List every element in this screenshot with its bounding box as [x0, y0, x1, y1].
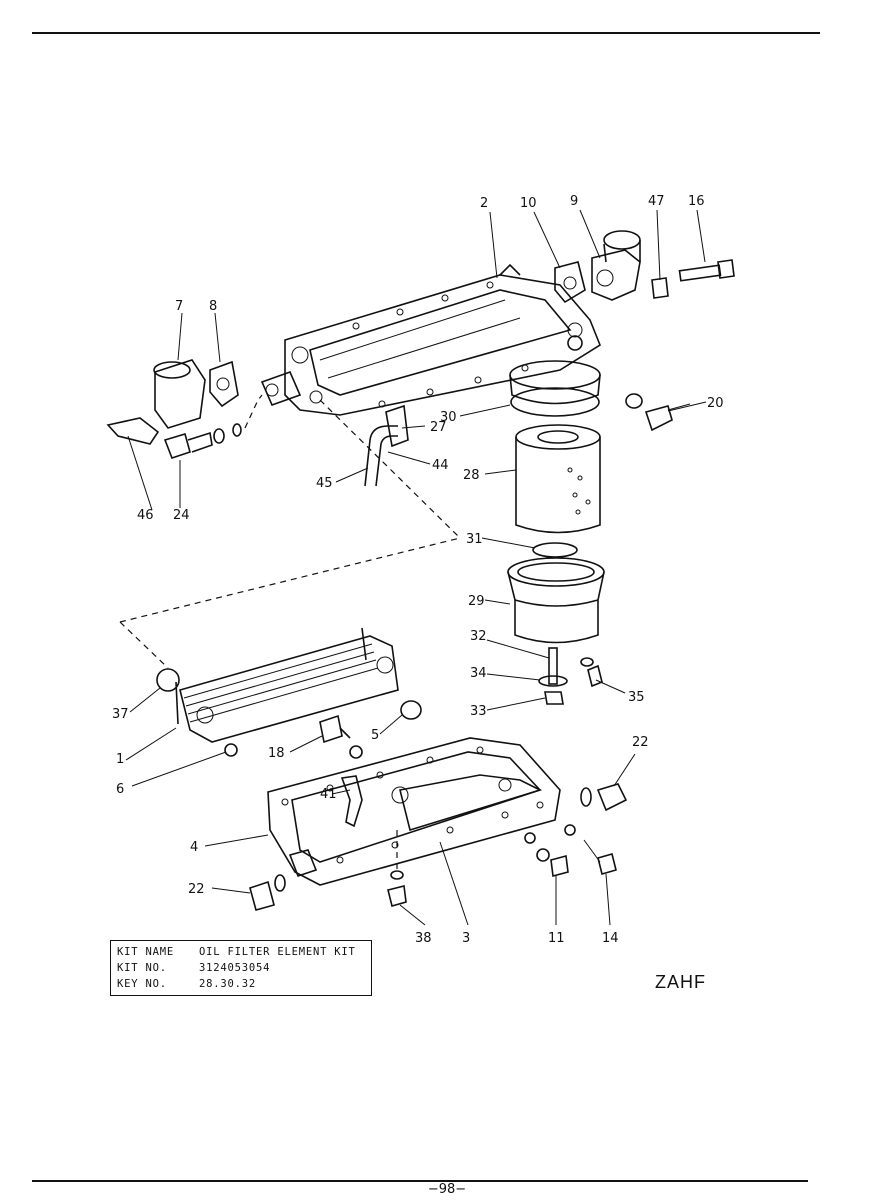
plug-22-right-part [580, 783, 628, 812]
kit-info-table: KIT NAME OIL FILTER ELEMENT KIT KIT NO. … [110, 940, 372, 996]
plug-18-part [319, 714, 363, 759]
callout-46: 46 [137, 508, 154, 523]
callout-29: 29 [468, 594, 485, 609]
o-ring-37-part [156, 668, 180, 692]
stud-part [538, 647, 603, 705]
o-ring-30-part [510, 387, 600, 417]
leader-lines [125, 209, 707, 926]
kit-row: KEY NO. 28.30.32 [117, 976, 365, 992]
filter-element-part [515, 424, 601, 534]
bolt-14-part [564, 824, 617, 875]
o-ring-6-part [224, 743, 238, 757]
callout-34: 34 [470, 666, 487, 681]
filter-case-part [507, 557, 605, 644]
callout-22b: 22 [188, 882, 205, 897]
callout-9: 9 [570, 194, 578, 209]
callout-24: 24 [173, 508, 190, 523]
callout-4: 4 [190, 840, 198, 855]
elbow-pipe-part [591, 230, 641, 301]
drain-plug-part [387, 870, 407, 907]
callout-28: 28 [463, 468, 480, 483]
lower-cover-part [267, 737, 561, 886]
plug-22-left-part [249, 874, 286, 911]
callout-18: 18 [268, 746, 285, 761]
callout-45: 45 [316, 476, 333, 491]
sensor-part [625, 393, 691, 432]
callout-41: 41 [320, 787, 337, 802]
kit-row-value: 3124053054 [199, 962, 271, 974]
kit-row-value: OIL FILTER ELEMENT KIT [199, 946, 356, 958]
callout-10: 10 [520, 196, 537, 211]
callout-7: 7 [175, 299, 183, 314]
cooler-housing-part [260, 263, 601, 416]
callout-35: 35 [628, 690, 645, 705]
bolt-part [678, 259, 735, 282]
bottom-rule [32, 1180, 808, 1182]
washer-11-part [524, 832, 569, 878]
bracket-part [153, 359, 206, 429]
o-ring-5-part [400, 700, 422, 720]
fitting-41-part [340, 775, 363, 828]
gasket-31-part [532, 542, 578, 558]
callout-47: 47 [648, 194, 665, 209]
callout-37: 37 [112, 707, 129, 722]
tube-part [364, 404, 409, 487]
callout-2: 2 [480, 196, 488, 211]
plug-24-part [163, 423, 242, 459]
callout-20: 20 [707, 396, 724, 411]
diagram-code: ZAHF [655, 972, 706, 992]
clamp-part [651, 277, 669, 299]
callout-1: 1 [116, 752, 124, 767]
callout-22a: 22 [632, 735, 649, 750]
callout-38: 38 [415, 931, 432, 946]
callout-27: 27 [430, 420, 447, 435]
callout-32: 32 [470, 629, 487, 644]
kit-row-key: KIT NAME [117, 946, 174, 958]
kit-row-key: KEY NO. [117, 978, 167, 990]
filter-head-part [509, 335, 601, 405]
callout-44: 44 [432, 458, 449, 473]
callout-31: 31 [466, 532, 483, 547]
callout-11: 11 [548, 931, 565, 946]
callout-16: 16 [688, 194, 705, 209]
gasket-part [554, 261, 586, 304]
callout-33: 33 [470, 704, 487, 719]
kit-row-value: 28.30.32 [199, 978, 256, 990]
callout-5: 5 [371, 728, 379, 743]
gasket-8-part [209, 360, 239, 408]
oil-cooler-element-part [175, 627, 399, 743]
callout-3: 3 [462, 931, 470, 946]
callout-14: 14 [602, 931, 619, 946]
callout-8: 8 [209, 299, 217, 314]
kit-row: KIT NAME OIL FILTER ELEMENT KIT [117, 944, 365, 960]
top-rule [32, 32, 820, 34]
callout-30: 30 [440, 410, 457, 425]
plate-part [106, 417, 160, 445]
callout-6: 6 [116, 782, 124, 797]
kit-row: KIT NO. 3124053054 [117, 960, 365, 976]
kit-row-key: KIT NO. [117, 962, 167, 974]
page-number: −98− [427, 1182, 467, 1197]
callout-labels: 2 10 9 47 16 7 8 20 30 27 44 45 28 46 24… [112, 194, 724, 946]
